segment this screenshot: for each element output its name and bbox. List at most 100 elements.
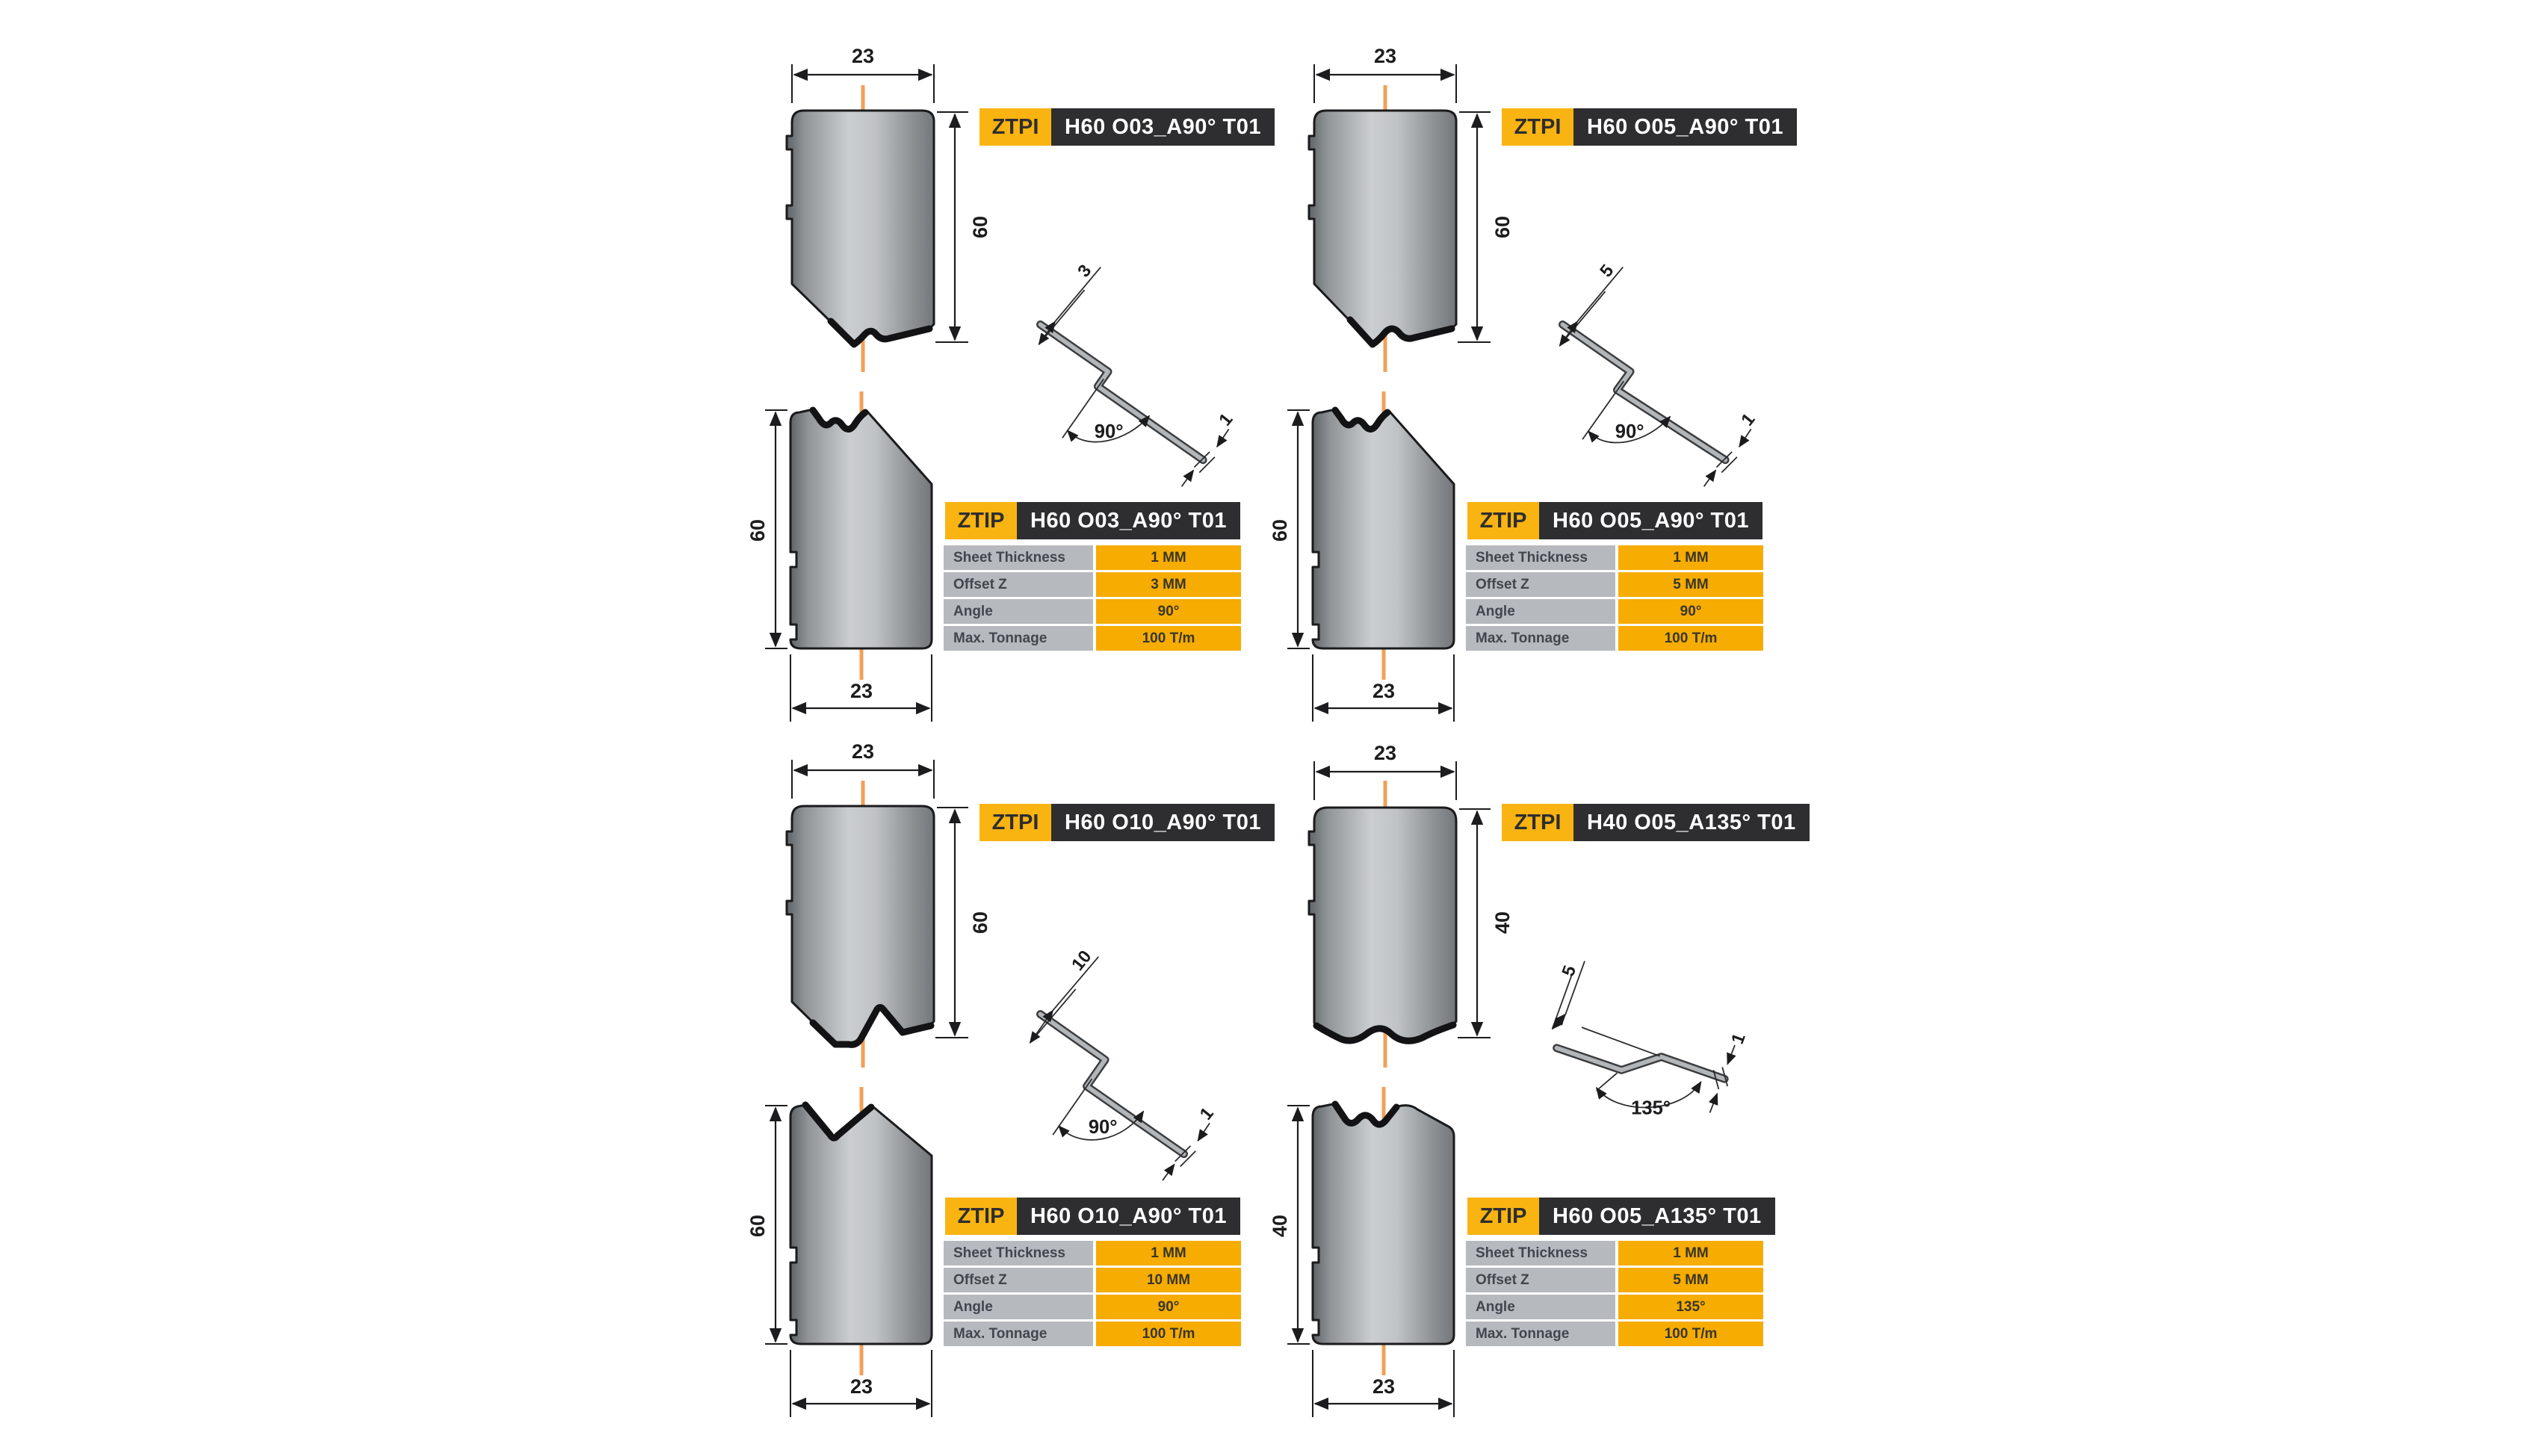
ztip-code: H60 O10_A90° T01 bbox=[1017, 1198, 1241, 1235]
ztpi-code: H60 O03_A90° T01 bbox=[1051, 108, 1275, 146]
punch-profile bbox=[1307, 109, 1458, 346]
spec-label: Max. Tonnage bbox=[944, 1322, 1093, 1346]
die-drawing: 40 23 bbox=[1269, 1087, 1455, 1417]
spec-label: Offset Z bbox=[1466, 1268, 1615, 1292]
punch-profile bbox=[1307, 806, 1458, 1042]
spec-value: 1 MM bbox=[1096, 1241, 1241, 1266]
table-row: Angle 90° bbox=[944, 1295, 1241, 1319]
spec-table: Sheet Thickness 1 MM Offset Z 5 MM Angle… bbox=[1466, 545, 1763, 651]
spec-value: 90° bbox=[1096, 599, 1241, 624]
spec-label: Sheet Thickness bbox=[1466, 545, 1615, 570]
punch-working-edge bbox=[1313, 1021, 1457, 1044]
table-row: Angle 90° bbox=[1466, 599, 1763, 624]
ztpi-code: H40 O05_A135° T01 bbox=[1573, 804, 1810, 841]
ztpi-badge: ZTPI H60 O03_A90° T01 bbox=[980, 108, 1275, 146]
ztpi-tag: ZTPI bbox=[1502, 108, 1573, 146]
spec-table: Sheet Thickness 1 MM Offset Z 5 MM Angle… bbox=[1466, 1241, 1763, 1346]
die-height-label: 40 bbox=[1269, 1215, 1291, 1237]
spec-label: Angle bbox=[944, 599, 1093, 624]
table-row: Max. Tonnage 100 T/m bbox=[944, 626, 1241, 651]
die-drawing: 60 23 bbox=[1269, 391, 1455, 722]
spec-value: 100 T/m bbox=[1096, 626, 1241, 651]
table-row: Max. Tonnage 100 T/m bbox=[1466, 626, 1763, 651]
sheet-thickness-label: 1 bbox=[1738, 410, 1759, 430]
die-width-label: 23 bbox=[850, 680, 873, 702]
table-row: Sheet Thickness 1 MM bbox=[944, 545, 1241, 570]
ztip-badge: ZTIP H60 O10_A90° T01 bbox=[945, 1198, 1241, 1235]
tool-card-2: 23 60 ZTPI H60 O05_A90° T01 5 90° 1 bbox=[1232, 22, 1822, 722]
punch-profile bbox=[785, 805, 935, 1046]
punch-width-label: 23 bbox=[1374, 45, 1396, 67]
punch-height-label: 60 bbox=[969, 911, 991, 934]
die-drawing: 60 23 bbox=[746, 391, 933, 722]
die-height-label: 60 bbox=[746, 519, 769, 542]
ztpi-badge: ZTPI H40 O05_A135° T01 bbox=[1502, 804, 1810, 841]
punch-width-label: 23 bbox=[1374, 742, 1396, 764]
punch-height-label: 60 bbox=[969, 216, 991, 238]
ztpi-tag: ZTPI bbox=[980, 108, 1051, 146]
spec-value: 1 MM bbox=[1618, 545, 1763, 570]
die-profile bbox=[789, 408, 933, 650]
die-height-label: 60 bbox=[746, 1215, 769, 1237]
table-row: Offset Z 5 MM bbox=[1466, 572, 1763, 597]
spec-label: Max. Tonnage bbox=[1466, 626, 1615, 651]
ztip-badge: ZTIP H60 O05_A135° T01 bbox=[1467, 1198, 1775, 1235]
die-working-edge bbox=[802, 1101, 875, 1141]
table-row: Offset Z 5 MM bbox=[1466, 1268, 1763, 1292]
ztip-code: H60 O05_A135° T01 bbox=[1539, 1198, 1775, 1235]
table-row: Max. Tonnage 100 T/m bbox=[944, 1322, 1241, 1346]
spec-value: 10 MM bbox=[1096, 1268, 1241, 1292]
spec-table: Sheet Thickness 1 MM Offset Z 3 MM Angle… bbox=[944, 545, 1241, 651]
spec-value: 90° bbox=[1096, 1295, 1241, 1319]
ztip-code: H60 O03_A90° T01 bbox=[1017, 502, 1241, 539]
spec-label: Offset Z bbox=[1466, 572, 1615, 597]
spec-value: 5 MM bbox=[1618, 1268, 1763, 1292]
spec-value: 100 T/m bbox=[1618, 626, 1763, 651]
table-row: Sheet Thickness 1 MM bbox=[1466, 1241, 1763, 1266]
spec-value: 135° bbox=[1618, 1295, 1763, 1319]
spec-value: 100 T/m bbox=[1618, 1322, 1763, 1346]
tool-card-1: 23 60 ZTPI H60 O03_A90° T01 3 90° 1 bbox=[710, 22, 1300, 722]
die-height-label: 60 bbox=[1269, 519, 1291, 542]
punch-working-edge bbox=[827, 317, 933, 348]
spec-value: 100 T/m bbox=[1096, 1322, 1241, 1346]
bend-offset-label: 5 bbox=[1559, 963, 1580, 979]
punch-height-label: 60 bbox=[1491, 216, 1514, 238]
die-drawing: 60 23 bbox=[746, 1087, 933, 1417]
spec-value: 1 MM bbox=[1618, 1241, 1763, 1266]
punch-drawing: 23 60 bbox=[785, 45, 991, 372]
table-row: Max. Tonnage 100 T/m bbox=[1466, 1322, 1763, 1346]
ztip-tag: ZTIP bbox=[945, 502, 1017, 539]
die-width-label: 23 bbox=[1372, 1375, 1395, 1398]
ztip-code: H60 O05_A90° T01 bbox=[1539, 502, 1763, 539]
spec-value: 3 MM bbox=[1096, 572, 1241, 597]
table-row: Sheet Thickness 1 MM bbox=[944, 1241, 1241, 1266]
bend-angle-label: 90° bbox=[1615, 421, 1644, 442]
spec-value: 5 MM bbox=[1618, 572, 1763, 597]
die-working-edge bbox=[809, 406, 869, 433]
punch-working-edge bbox=[809, 1004, 935, 1048]
spec-value: 1 MM bbox=[1096, 545, 1241, 570]
punch-width-label: 23 bbox=[852, 45, 874, 67]
spec-label: Angle bbox=[1466, 599, 1615, 624]
ztip-badge: ZTIP H60 O03_A90° T01 bbox=[945, 502, 1241, 539]
spec-label: Angle bbox=[1466, 1295, 1615, 1319]
tool-card-3: 23 60 ZTPI H60 O10_A90° T01 10 90° 1 bbox=[710, 718, 1300, 1417]
spec-label: Sheet Thickness bbox=[1466, 1241, 1615, 1266]
spec-table: Sheet Thickness 1 MM Offset Z 10 MM Angl… bbox=[944, 1241, 1241, 1346]
punch-width-label: 23 bbox=[852, 740, 874, 763]
die-profile bbox=[789, 1103, 933, 1345]
bend-profile-diagram: 5 135° 1 bbox=[1551, 961, 1750, 1119]
spec-label: Offset Z bbox=[944, 1268, 1093, 1292]
bend-profile-diagram: 10 90° 1 bbox=[1029, 947, 1218, 1181]
bend-angle-label: 135° bbox=[1631, 1098, 1671, 1119]
ztpi-badge: ZTPI H60 O05_A90° T01 bbox=[1502, 108, 1798, 146]
spec-label: Angle bbox=[944, 1295, 1093, 1319]
bend-angle-label: 90° bbox=[1089, 1117, 1118, 1138]
tool-card-4: 23 40 ZTPI H40 O05_A135° T01 5 135° 1 bbox=[1232, 718, 1822, 1417]
bend-profile-diagram: 5 90° 1 bbox=[1559, 261, 1759, 487]
ztip-tag: ZTIP bbox=[945, 1198, 1017, 1235]
punch-profile bbox=[785, 109, 935, 346]
punch-drawing: 23 40 bbox=[1307, 742, 1514, 1068]
